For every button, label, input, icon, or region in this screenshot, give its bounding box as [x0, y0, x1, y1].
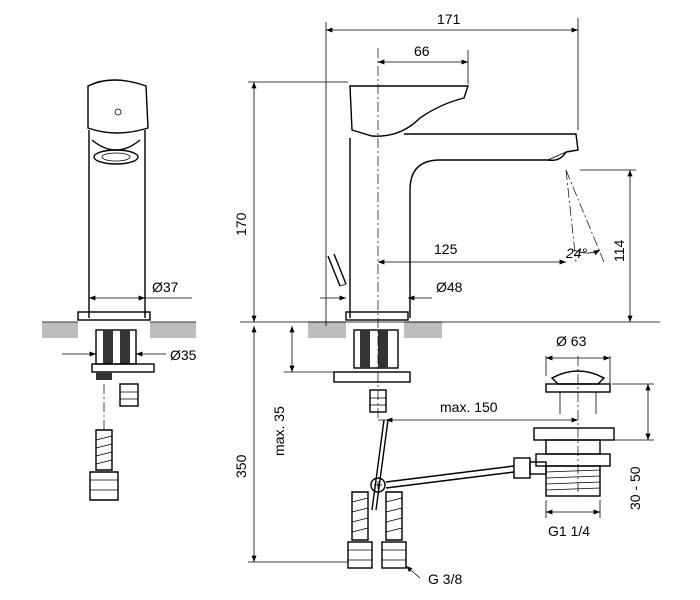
dim-height-total: 170 — [233, 212, 249, 236]
dim-max-35: max. 35 — [271, 406, 287, 456]
pop-up-waste — [533, 370, 615, 497]
front-flex-hose — [95, 429, 113, 471]
side-base — [345, 311, 409, 321]
dim-body-diameter: Ø37 — [152, 279, 179, 295]
dim-angle: 24° — [565, 245, 588, 261]
dim-pop-up-diameter: Ø 63 — [556, 333, 587, 349]
side-handle — [349, 85, 469, 137]
dim-width-total: 171 — [437, 11, 461, 27]
dim-thread-supply: G 3/8 — [428, 571, 462, 587]
dim-spout-height: 114 — [611, 239, 627, 262]
dim-thread-waste: G1 1/4 — [548, 523, 590, 539]
dim-shank-diameter: Ø35 — [170, 347, 197, 363]
front-view: Ø37 Ø35 — [42, 79, 197, 501]
front-handle-indicator — [114, 108, 122, 116]
flex-hoses — [347, 491, 407, 569]
front-base — [77, 311, 151, 321]
dim-range-30-50: 30 - 50 — [627, 466, 643, 510]
linkage-rod — [385, 465, 515, 483]
clamp-screw — [370, 477, 386, 493]
dim-max-150: max. 150 — [440, 399, 498, 415]
dim-base-diameter: Ø48 — [436, 279, 463, 295]
dimensions: 171 66 170 114 125 24° Ø48 350 max. 35 — [233, 11, 660, 587]
dim-spout-lever: 66 — [414, 43, 430, 59]
side-nut — [333, 371, 411, 383]
aerator — [93, 149, 139, 165]
side-view — [308, 48, 615, 569]
front-handle — [87, 79, 149, 134]
spout — [409, 151, 567, 318]
dim-reach: 125 — [434, 241, 458, 257]
dim-below-counter: 350 — [233, 454, 249, 478]
